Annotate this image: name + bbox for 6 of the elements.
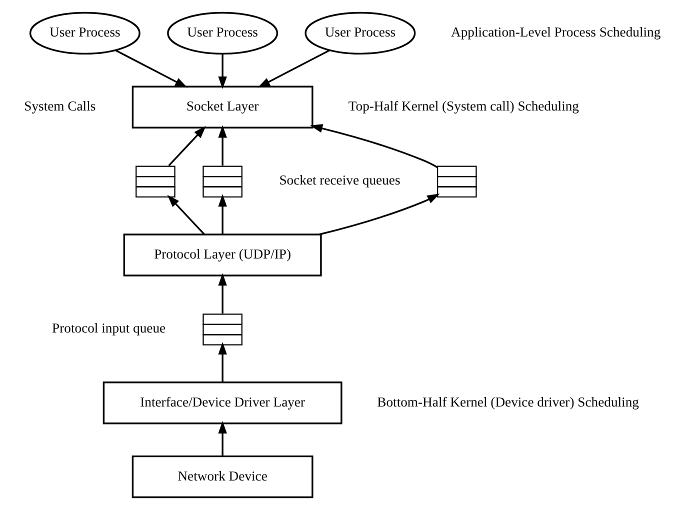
label: Top-Half Kernel (System call) Scheduling bbox=[348, 98, 580, 114]
label: Application-Level Process Scheduling bbox=[451, 24, 661, 40]
label: System Calls bbox=[24, 98, 96, 114]
label: Socket receive queues bbox=[279, 172, 400, 188]
label: Protocol input queue bbox=[52, 320, 166, 336]
label: Bottom-Half Kernel (Device driver) Scheduling bbox=[377, 394, 639, 410]
